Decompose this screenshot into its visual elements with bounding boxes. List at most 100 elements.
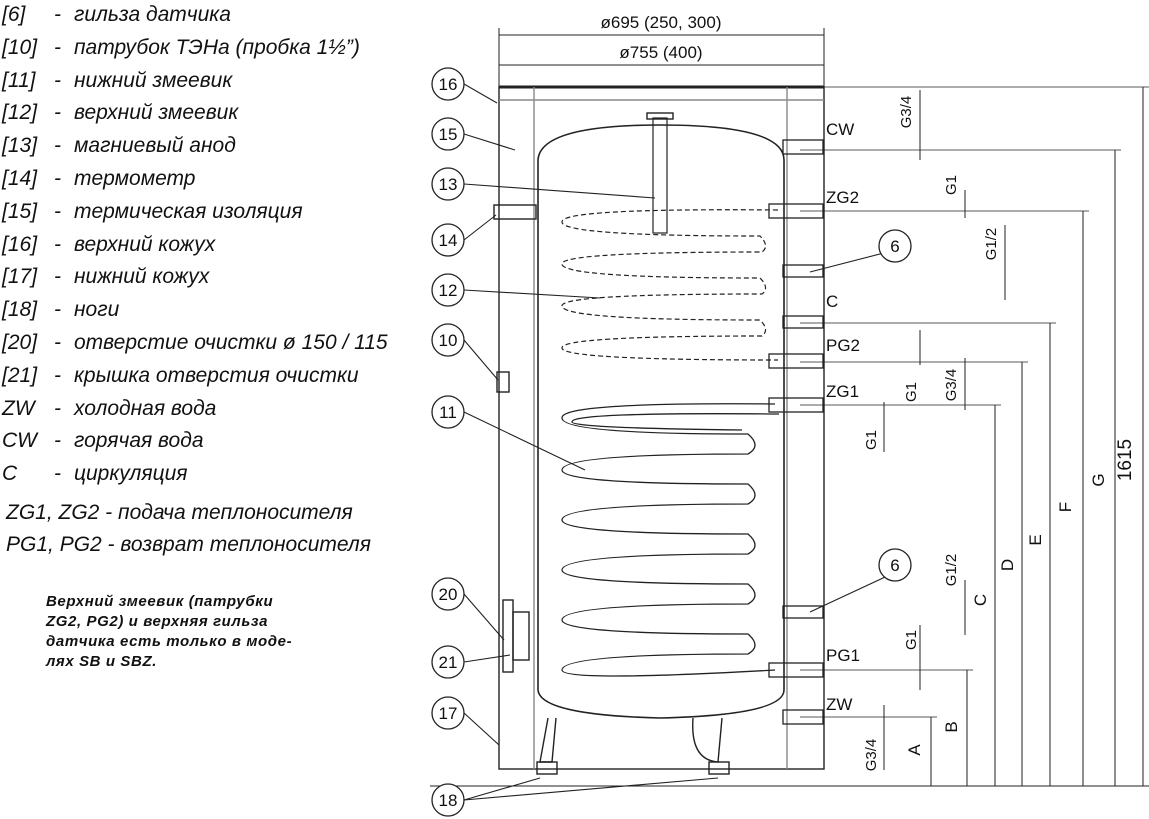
callout-circle: [431, 167, 465, 201]
callout-label: 16: [439, 75, 458, 94]
callout-circle: [878, 548, 912, 582]
callout-label: 10: [439, 331, 458, 350]
legend-dash: -: [54, 199, 61, 223]
port-label: PG2: [826, 336, 860, 355]
cleaning-flange: [502, 599, 514, 673]
legend-dash: -: [54, 331, 61, 354]
note-line: лях SB и SBZ.: [46, 653, 157, 670]
note-line: ZG2, PG2) и верхняя гильза: [46, 613, 269, 630]
legend-key: [15]: [2, 199, 38, 223]
legend-desc: циркуляция: [74, 462, 188, 486]
callout-label: 13: [439, 175, 458, 194]
callout-leader: [463, 411, 586, 471]
legend-key: [20]: [2, 331, 38, 354]
legend-dash: -: [54, 363, 61, 387]
thread-size-label: G1: [903, 630, 920, 650]
tank-shell: [537, 124, 785, 719]
callout-circle: [431, 67, 465, 101]
legend-desc: нижний змеевик: [74, 68, 233, 92]
callout-leader: [463, 777, 719, 801]
legend-key: [13]: [2, 134, 38, 158]
note-line: датчика есть только в моде-: [46, 633, 293, 650]
height-label: C: [971, 594, 990, 606]
callout-leader: [463, 593, 505, 641]
callouts: 16 15 13 14 12 10 11 20 21 17 18 6 6: [431, 67, 912, 817]
thread-size-label: G3/4: [863, 739, 880, 772]
callout-circle: [878, 229, 912, 263]
port-stubs: [768, 139, 824, 725]
legend-dash: -: [54, 3, 61, 26]
callout-label: 15: [439, 125, 458, 144]
callout-circle: [431, 273, 465, 307]
callout-label: 17: [439, 704, 458, 723]
legend-dash: -: [54, 429, 61, 453]
callout-label: 18: [439, 791, 458, 810]
callout-leader: [463, 654, 511, 663]
legend-desc: верхний змеевик: [74, 101, 239, 125]
legend-dash: -: [54, 68, 61, 92]
callout-circle: [431, 323, 465, 357]
legend-key: C: [2, 462, 18, 486]
callout-circle: [431, 223, 465, 257]
callout-label: 6: [890, 237, 899, 256]
legend-key: [21]: [2, 363, 38, 387]
legend-row-full: ZG1, ZG2 - подача теплоносителя: [6, 501, 353, 524]
callout-label: 6: [890, 556, 899, 575]
thread-size-label: G1: [863, 430, 880, 450]
legend-dash: -: [54, 167, 61, 190]
legend-desc: патрубок ТЭНа (пробка 1½”): [74, 35, 360, 59]
outer-diameter-label: ø755 (400): [619, 43, 702, 62]
thread-size-label: G1: [943, 175, 960, 195]
legend-desc: отверстие очистки ø 150 / 115: [74, 331, 388, 354]
upper-coil: [561, 209, 779, 361]
callout-circle: [431, 577, 465, 611]
height-label: G: [1089, 473, 1108, 486]
legend-key: [14]: [2, 167, 38, 190]
legend-dash: -: [54, 462, 61, 486]
legend-key: [10]: [2, 35, 38, 59]
port-label: ZG1: [826, 382, 859, 401]
callout-label: 21: [439, 653, 458, 672]
legend-dash: -: [54, 232, 61, 256]
thread-size-label: G1/2: [983, 228, 1000, 261]
legend-key: [18]: [2, 298, 38, 322]
legend-key: ZW: [2, 396, 35, 420]
legend-key: [12]: [2, 101, 38, 125]
port-label: PG1: [826, 646, 860, 665]
port-label: ZG2: [826, 188, 859, 207]
callout-leader: [463, 83, 498, 104]
model-note: Верхний змеевик (патрубки ZG2, PG2) и ве…: [46, 592, 346, 672]
anode: [652, 117, 668, 234]
lower-coil: [561, 403, 780, 677]
callout-leader: [463, 183, 656, 199]
legend-desc: термометр: [74, 167, 196, 190]
callout-label: 11: [439, 403, 457, 422]
port-label: C: [826, 292, 838, 311]
legend-desc: крышка отверстия очистки: [74, 363, 359, 387]
legend-dash: -: [54, 265, 61, 289]
callout-leader: [463, 339, 499, 381]
legend-dash: -: [54, 134, 61, 158]
callout-circle: [431, 645, 465, 679]
legend-desc: магниевый анод: [74, 134, 236, 158]
callout-circle: [431, 696, 465, 730]
thermometer: [493, 204, 537, 220]
callout-label: 12: [439, 281, 458, 300]
callout-label: 20: [439, 585, 458, 604]
callout-leader: [463, 214, 497, 241]
thread-size-label: G1: [903, 382, 920, 402]
thread-size-label: G1/2: [943, 554, 960, 587]
callout-circle: [431, 395, 465, 429]
foot-left: [539, 717, 557, 763]
legend-dash: -: [54, 101, 61, 125]
legend-desc: нижний кожух: [74, 265, 210, 289]
callout-circle: [431, 117, 465, 151]
legend-desc: ноги: [74, 298, 120, 322]
legend-key: CW: [2, 429, 37, 453]
thread-size-label: G3/4: [898, 96, 915, 129]
legend-dash: -: [54, 35, 61, 59]
callout-label: 14: [439, 231, 458, 250]
heater-port: [496, 371, 510, 393]
